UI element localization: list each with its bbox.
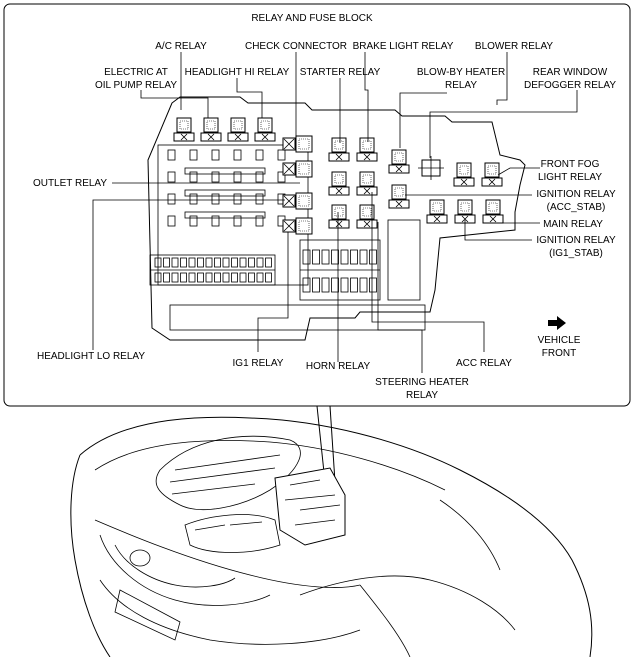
- label-outlet-relay: OUTLET RELAY: [33, 178, 107, 189]
- fuse-grid: [154, 149, 377, 293]
- leader-lines: [92, 52, 578, 373]
- relay-starter: [328, 137, 350, 162]
- label-ig1-relay: IG1 RELAY: [233, 358, 284, 369]
- relay-headlight-hi: [282, 160, 313, 178]
- relay-group: [173, 117, 504, 235]
- relay-brake-light: [356, 137, 378, 162]
- relay-steering-heater: [356, 204, 378, 229]
- label-front-fog-line1: FRONT FOG: [541, 159, 600, 170]
- label-blow-by-line1: BLOW-BY HEATER: [417, 67, 505, 78]
- label-ign-ig1-line2: (IG1_STAB): [549, 248, 603, 259]
- fuse-block-outline: [147, 96, 526, 341]
- label-blower-relay: BLOWER RELAY: [475, 41, 553, 52]
- label-rear-window-line2: DEFOGGER RELAY: [524, 80, 616, 91]
- relay-outlet: [282, 192, 313, 210]
- label-front-fog-line2: LIGHT RELAY: [538, 172, 602, 183]
- relay-top-4: [254, 117, 276, 142]
- fuse-panel-center: [169, 219, 426, 331]
- label-ign-ig1-line1: IGNITION RELAY: [536, 235, 616, 246]
- label-electric-at-line1: ELECTRIC AT: [104, 67, 168, 78]
- relay-top-2: [200, 117, 222, 142]
- label-vehicle-front-line2: FRONT: [542, 348, 576, 359]
- relay-main-1: [426, 199, 448, 224]
- relay-outlet-col: [328, 171, 350, 196]
- diagram-title: RELAY AND FUSE BLOCK: [251, 13, 373, 24]
- label-starter-relay: STARTER RELAY: [300, 67, 381, 78]
- label-steering-heater-line1: STEERING HEATER: [375, 377, 469, 388]
- relay-main-2: [454, 199, 476, 224]
- blow-by-heater-symbol: [418, 156, 444, 180]
- label-electric-at-line2: OIL PUMP RELAY: [95, 80, 177, 91]
- labels: A/C RELAY CHECK CONNECTOR BRAKE LIGHT RE…: [33, 41, 616, 401]
- label-acc-relay: ACC RELAY: [456, 358, 512, 369]
- fuse-panel-left: [149, 144, 309, 286]
- label-blow-by-line2: RELAY: [445, 80, 477, 91]
- label-main-relay: MAIN RELAY: [543, 219, 603, 230]
- label-horn-relay: HORN RELAY: [306, 361, 371, 372]
- label-steering-heater-line2: RELAY: [406, 390, 438, 401]
- relay-blow-by-heater: [388, 149, 410, 174]
- label-ign-acc-line1: IGNITION RELAY: [536, 189, 616, 200]
- relay-top-3: [227, 117, 249, 142]
- label-rear-window-line1: REAR WINDOW: [533, 67, 608, 78]
- label-headlight-hi-relay: HEADLIGHT HI RELAY: [185, 67, 290, 78]
- relay-horn: [328, 204, 350, 229]
- relay-top-1: [173, 117, 195, 142]
- relay-ig1: [282, 217, 313, 235]
- arrow-right-icon: [548, 316, 566, 330]
- label-ign-acc-line2: (ACC_STAB): [547, 202, 606, 213]
- relay-ignition-acc: [388, 184, 410, 209]
- relay-ignition-ig1: [482, 199, 504, 224]
- label-vehicle-front-line1: VEHICLE: [538, 335, 581, 346]
- label-ac-relay: A/C RELAY: [155, 41, 207, 52]
- callout-frame: [3, 3, 631, 407]
- label-check-connector: CHECK CONNECTOR: [245, 41, 347, 52]
- label-brake-light-relay: BRAKE LIGHT RELAY: [353, 41, 454, 52]
- relay-check-connector: [282, 135, 313, 153]
- relay-rear-window-defogger: [453, 162, 475, 187]
- relay-horn-col: [356, 171, 378, 196]
- relay-front-fog: [481, 162, 503, 187]
- label-headlight-lo-relay: HEADLIGHT LO RELAY: [37, 351, 145, 362]
- vehicle-illustration: [70, 416, 593, 657]
